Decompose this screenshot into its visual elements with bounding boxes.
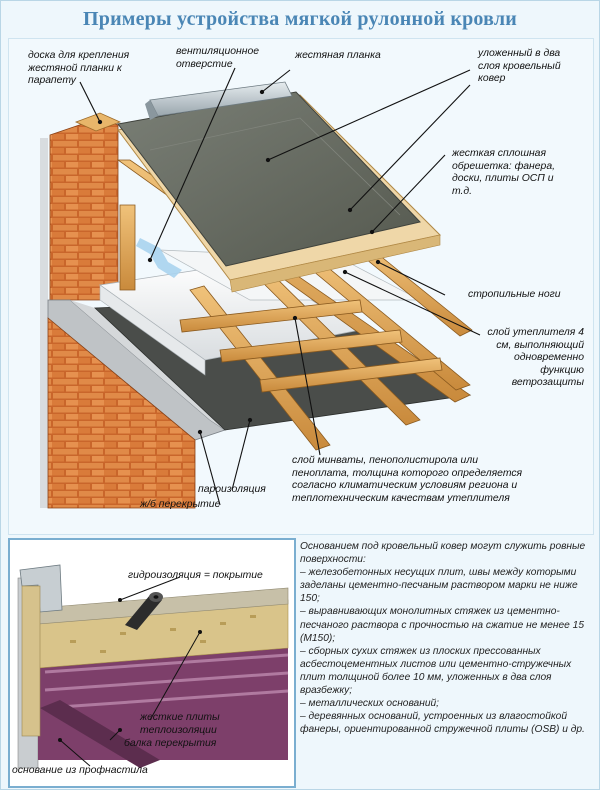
label-roofing-carpet: уложенный в два слоя кровельный ковер <box>478 48 561 84</box>
description-item: – железобетонных несущих плит, швы между… <box>300 567 578 605</box>
description-item: – металлических оснований; <box>300 698 439 710</box>
tin-flashing-edge <box>145 100 158 120</box>
base-description: Основанием под кровельный ковер могут сл… <box>300 540 592 736</box>
label-insulation-4cm: слой утеплителя 4 см, выполняющий одновр… <box>487 327 584 388</box>
label-parapet-board: доска для крепления жестяной планки к па… <box>28 50 130 86</box>
label-tin-flashing: жестяная планка <box>295 50 381 61</box>
parapet-brickwork <box>49 117 119 301</box>
label-leader-lines <box>79 67 481 506</box>
detail-illustration <box>17 564 289 769</box>
description-item: – деревянных оснований, устроенных из вл… <box>300 711 585 736</box>
carpet-seam <box>149 117 401 216</box>
lower-brickwork <box>47 317 196 509</box>
sheathing-edge <box>229 234 441 293</box>
description-item: – сборных сухих стяжек из плоских прессо… <box>300 645 572 697</box>
label-solid-sheathing: жесткая сплошная обрешетка: фанера, доск… <box>452 148 555 197</box>
description-intro: Основанием под кровельный ковер могут сл… <box>300 541 586 566</box>
label-vent-opening: вентиляционное отверстие <box>176 46 260 70</box>
label-waterproofing: гидроизоляция = покрытие <box>128 570 263 581</box>
label-floor-beam: балка перекрытия <box>124 738 217 749</box>
label-mineral-wool: слой минваты, пенополистирола или пенопл… <box>292 455 523 504</box>
profiled-deck-ribs <box>44 653 289 710</box>
label-concrete-slab: ж/б перекрытие <box>140 499 221 510</box>
description-item: – выравнивающих монолитных стяжек из цем… <box>300 606 584 644</box>
wall-edge <box>40 138 48 508</box>
rockwool-texture <box>70 615 256 653</box>
roll-of-membrane <box>125 592 163 630</box>
page-title: Примеры устройства мягкой рулонной кровл… <box>82 8 517 30</box>
label-profiled-deck: основание из профнастила <box>12 765 148 776</box>
label-vapor-barrier: пароизоляция <box>198 484 266 495</box>
label-rafters: стропильные ноги <box>468 289 561 300</box>
detail-leader-lines <box>58 576 202 767</box>
concrete-slab-top <box>70 300 225 430</box>
vent-airflow-arrow <box>136 238 182 278</box>
label-hard-insulation-plates: жесткие плиты теплоизоляции <box>140 712 220 736</box>
mineral-wool-side <box>99 284 206 376</box>
